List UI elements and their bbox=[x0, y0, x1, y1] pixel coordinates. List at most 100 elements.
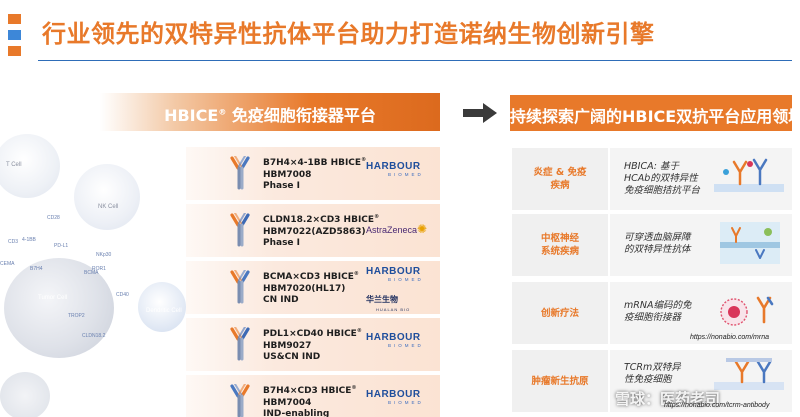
bispecific-antibody-icon bbox=[230, 156, 250, 190]
product-target: CLDN18.2×CD3 HBICE® bbox=[263, 212, 379, 227]
product-target-text: BCMA×CD3 HBICE bbox=[263, 272, 354, 282]
watermark: 雪球：医药老司 bbox=[615, 390, 721, 408]
molecule-label: CEMA bbox=[0, 261, 15, 267]
logo-subword: HUALAN BIO bbox=[376, 307, 411, 312]
product-description: BCMA×CD3 HBICE® HBM7020(HL17) CN IND bbox=[263, 269, 359, 307]
bispecific-antibody-icon bbox=[230, 327, 250, 361]
product-target: BCMA×CD3 HBICE® bbox=[263, 269, 359, 284]
molecule-label: TROP2 bbox=[68, 313, 85, 319]
product-code: HBM7020(HL17) bbox=[263, 283, 346, 294]
registered-mark: ® bbox=[361, 157, 367, 163]
product-code: HBM7004 bbox=[263, 397, 312, 408]
registered-mark: ® bbox=[356, 328, 362, 334]
bispecific-antibody-icon bbox=[230, 384, 250, 417]
application-description-line: 免疫细胞拮抗平台 bbox=[624, 185, 701, 196]
hbica-mechanism-figure bbox=[714, 158, 784, 192]
product-code: HBM9027 bbox=[263, 340, 312, 351]
application-description-line: 性免疫细胞 bbox=[624, 374, 672, 385]
application-description-line: HCAb的双特异性 bbox=[624, 173, 698, 184]
platform-name: HBICE bbox=[164, 106, 219, 125]
category-line: 肿瘤新生抗原 bbox=[531, 375, 589, 387]
product-row: CLDN18.2×CD3 HBICE® HBM7022(AZD5863) Pha… bbox=[186, 204, 440, 257]
logo-subword: BIOMED bbox=[388, 172, 424, 177]
immune-cell-illustration: T Cell NK Cell Tumor Cell Dendritic Cell… bbox=[0, 130, 200, 417]
reference-link[interactable]: https://nonabio.com/tcrm-antibody bbox=[664, 402, 770, 409]
application-row: 肿瘤新生抗原 TCRm双特异性免疫细胞 bbox=[512, 350, 792, 412]
product-stage: US&CN IND bbox=[263, 352, 321, 362]
applications-header: 持续探索广阔的HBICE双抗平台应用领域 bbox=[510, 95, 800, 131]
tcrm-antibody-figure bbox=[714, 358, 784, 390]
application-category-box: 炎症 & 免疫疾病 bbox=[512, 148, 608, 210]
application-category: 中枢神经系统疾病 bbox=[541, 232, 579, 258]
product-stage: CN IND bbox=[263, 295, 299, 305]
application-description-line: HBICA: 基于 bbox=[624, 161, 679, 172]
tumor-cell bbox=[4, 258, 114, 358]
application-description-line: 的双特异性抗体 bbox=[624, 244, 691, 255]
category-line: 中枢神经 bbox=[540, 233, 579, 244]
registered-mark: ® bbox=[351, 385, 357, 391]
application-category-box: 肿瘤新生抗原 bbox=[512, 350, 608, 412]
title-divider bbox=[38, 60, 792, 61]
logo-subword: BIOMED bbox=[388, 400, 424, 405]
logo-subword: BIOMED bbox=[388, 343, 424, 348]
molecule-label: CLDN18.2 bbox=[82, 333, 106, 339]
molecule-label: BCMA bbox=[84, 270, 99, 276]
harbour-biomed-logo: HARBOUR BIOMED bbox=[366, 267, 424, 283]
molecule-label: ROR1 bbox=[92, 266, 106, 272]
application-category: 创新疗法 bbox=[541, 307, 579, 320]
product-stage: IND-enabling bbox=[263, 409, 330, 417]
bispecific-antibody-icon bbox=[230, 213, 250, 247]
product-target-text: CLDN18.2×CD3 HBICE bbox=[263, 215, 375, 225]
harbour-biomed-logo: HARBOUR BIOMED bbox=[366, 162, 424, 178]
page-title: 行业领先的双特异性抗体平台助力打造诺纳生物创新引擎 bbox=[42, 20, 655, 48]
category-line: 炎症 & 免疫 bbox=[533, 167, 587, 178]
nk-cell-label: NK Cell bbox=[98, 204, 119, 210]
product-code: HBM7022(AZD5863) bbox=[263, 226, 366, 237]
application-description-line: 可穿透血脑屏障 bbox=[624, 232, 691, 243]
product-target-text: PDL1×CD40 HBICE bbox=[263, 329, 357, 339]
product-target: PDL1×CD40 HBICE® bbox=[263, 326, 362, 341]
molecule-label: PD-L1 bbox=[54, 243, 69, 249]
product-target: B7H4×4-1BB HBICE® bbox=[263, 155, 366, 170]
logo-wordmark: HARBOUR bbox=[366, 332, 421, 343]
harbour-biomed-logo: HARBOUR BIOMED bbox=[366, 333, 424, 349]
product-description: B7H4×4-1BB HBICE® HBM7008 Phase I bbox=[263, 155, 366, 193]
application-category: 肿瘤新生抗原 bbox=[531, 375, 588, 388]
product-description: CLDN18.2×CD3 HBICE® HBM7022(AZD5863) Pha… bbox=[263, 212, 379, 250]
reference-link[interactable]: https://nonabio.com/mrna bbox=[690, 334, 769, 341]
accent-bar bbox=[8, 46, 21, 56]
logo-wordmark: AstraZeneca bbox=[366, 225, 418, 235]
astrazeneca-logo: AstraZeneca✺ bbox=[366, 222, 427, 236]
molecule-label: CD3 bbox=[8, 239, 19, 245]
product-row: B7H4×4-1BB HBICE® HBM7008 Phase I HARBOU… bbox=[186, 147, 440, 200]
product-target-text: B7H4×CD3 HBICE bbox=[263, 386, 352, 396]
application-detail-box: mRNA编码的免疫细胞衔接器 bbox=[610, 282, 792, 344]
product-row: PDL1×CD40 HBICE® HBM9027 US&CN IND HARBO… bbox=[186, 318, 440, 371]
hbice-platform-title: HBICE® 免疫细胞衔接器平台 bbox=[100, 102, 440, 126]
product-row: BCMA×CD3 HBICE® HBM7020(HL17) CN IND HAR… bbox=[186, 261, 440, 314]
product-code: HBM7008 bbox=[263, 169, 312, 180]
logo-wordmark: HARBOUR bbox=[366, 266, 421, 277]
hbice-platform-header: HBICE® 免疫细胞衔接器平台 bbox=[100, 93, 440, 131]
logo-subword: BIOMED bbox=[388, 277, 424, 282]
application-description-line: TCRm双特异 bbox=[624, 362, 681, 373]
logo-wordmark: 华兰生物 bbox=[366, 294, 398, 304]
nk-cell bbox=[74, 164, 140, 230]
platform-subtitle: 免疫细胞衔接器平台 bbox=[226, 106, 376, 125]
applications-title: 持续探索广阔的HBICE双抗平台应用领域 bbox=[510, 107, 800, 126]
application-category-box: 创新疗法 bbox=[512, 282, 608, 344]
bispecific-antibody-icon bbox=[230, 270, 250, 304]
logo-wordmark: HARBOUR bbox=[366, 161, 421, 172]
application-row: 创新疗法 mRNA编码的免疫细胞衔接器 bbox=[512, 282, 792, 344]
application-row: 中枢神经系统疾病 可穿透血脑屏障的双特异性抗体 bbox=[512, 214, 792, 276]
accent-bar bbox=[8, 14, 21, 24]
t-cell-label: T Cell bbox=[6, 162, 22, 168]
application-detail-box: 可穿透血脑屏障的双特异性抗体 bbox=[610, 214, 792, 276]
product-row: B7H4×CD3 HBICE® HBM7004 IND-enabling HAR… bbox=[186, 375, 440, 417]
product-stage: Phase I bbox=[263, 238, 301, 248]
blood-brain-barrier-figure bbox=[720, 222, 780, 264]
application-category: 炎症 & 免疫疾病 bbox=[534, 166, 587, 192]
astrazeneca-symbol-icon: ✺ bbox=[417, 222, 428, 236]
dendritic-cell bbox=[138, 282, 186, 332]
